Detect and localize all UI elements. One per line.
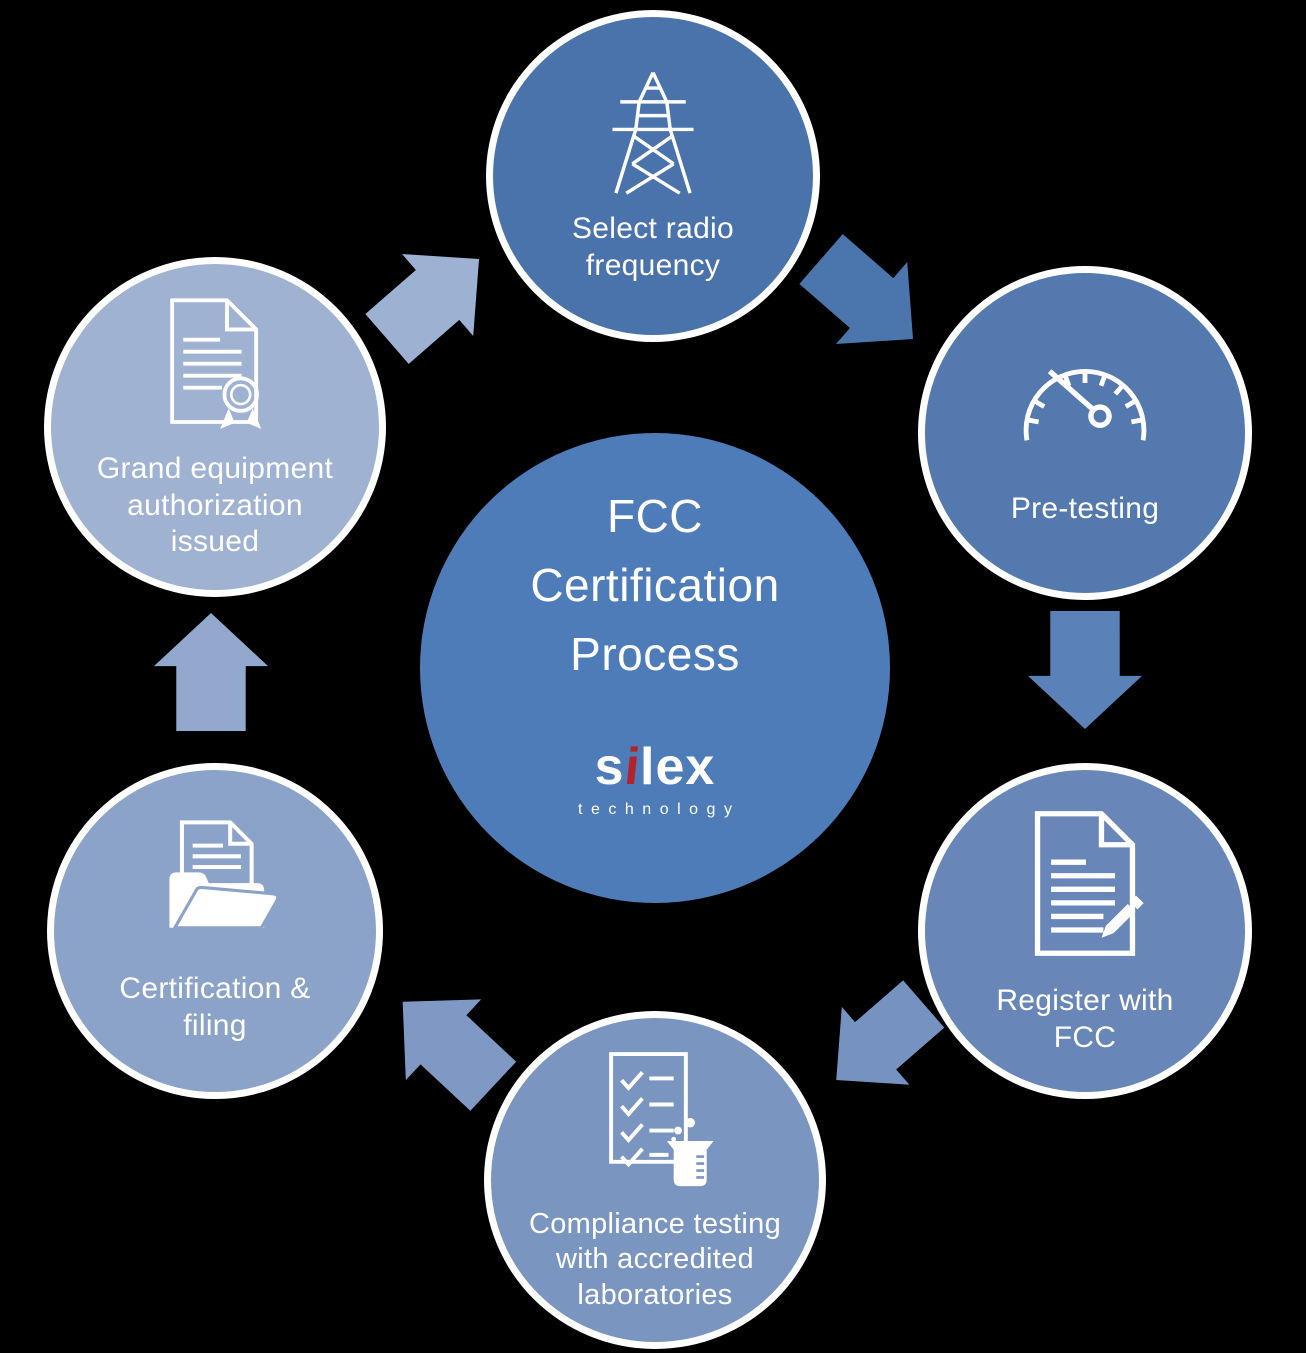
transmission-tower-icon — [597, 67, 709, 197]
checklist-beaker-icon — [592, 1047, 718, 1195]
arrow-register-to-compliance — [836, 980, 945, 1085]
document-pencil-icon — [1022, 806, 1148, 961]
step-label: Select radio frequency — [571, 212, 735, 282]
step-label: Certification & filing — [119, 972, 311, 1042]
step-register-with-fcc: Register with FCC — [918, 763, 1252, 1099]
arrow-certification-to-grand — [153, 613, 269, 731]
step-grand-equipment-authorization-issued: Grand equipment authorization issued — [44, 257, 386, 597]
arrow-compliance-to-certification — [402, 999, 517, 1111]
gauge-icon — [1010, 339, 1160, 457]
arrow-grand-to-select — [365, 254, 480, 364]
arrow-pretesting-to-register — [1027, 611, 1143, 729]
certificate-document-icon — [155, 293, 275, 431]
step-select-radio-frequency: Select radio frequency — [486, 10, 820, 342]
silex-logo-subtext: technology — [578, 800, 741, 818]
step-certification-and-filing: Certification & filing — [47, 763, 383, 1099]
diagram-title: FCC Certification Process — [530, 489, 780, 680]
step-pre-testing: Pre-testing — [918, 266, 1252, 600]
step-compliance-testing: Compliance testing with accredited labor… — [484, 1011, 826, 1349]
silex-logo: silex — [594, 737, 716, 796]
folder-document-icon — [148, 817, 282, 951]
silex-logo-prefix: s — [594, 737, 625, 796]
step-label: Pre-testing — [1010, 491, 1160, 525]
step-label: Register with FCC — [996, 983, 1174, 1054]
step-label: Grand equipment authorization issued — [96, 452, 334, 559]
silex-logo-suffix: lex — [640, 737, 716, 796]
arrow-select-to-pretesting — [799, 234, 914, 344]
center-circle: FCC Certification Process silex technolo… — [420, 433, 890, 903]
step-label: Compliance testing with accredited labor… — [528, 1207, 782, 1311]
